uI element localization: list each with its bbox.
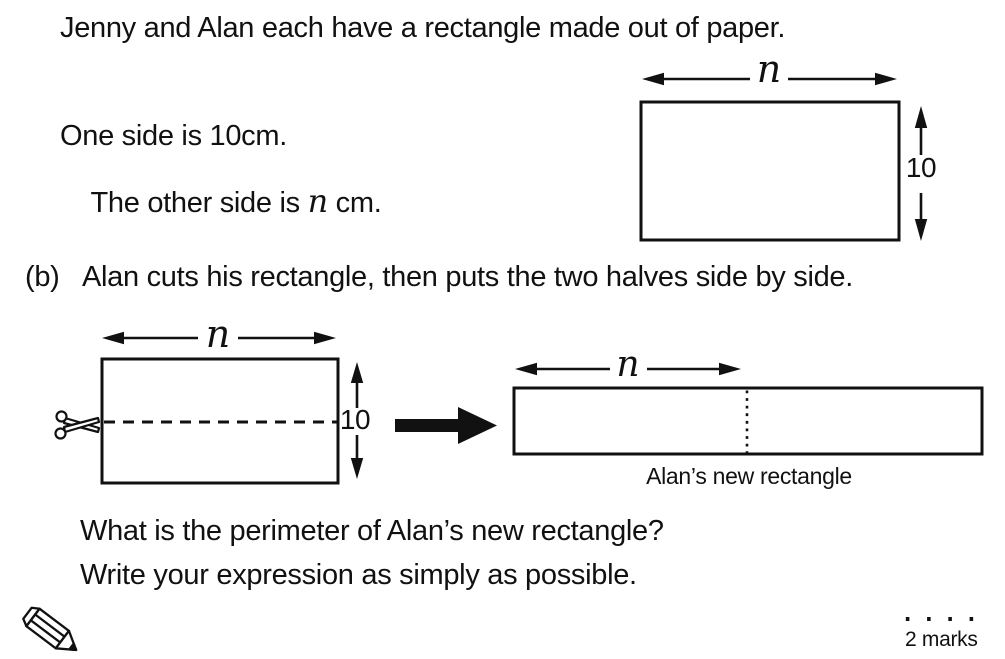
intro-text: Jenny and Alan each have a rectangle mad…	[60, 12, 786, 44]
part-b-label: (b)	[25, 261, 60, 293]
height-dimension-label: 10	[339, 404, 371, 435]
jenny-rectangle-diagram	[639, 72, 928, 242]
question-simplify: Write your expression as simply as possi…	[80, 559, 637, 591]
question-perimeter: What is the perimeter of Alan’s new rect…	[80, 515, 664, 547]
statement-side2: The other side is n cm.	[60, 160, 382, 247]
alan-new-rectangle-diagram	[512, 362, 984, 456]
alan-new-rectangle-figure: n Alan’s new rectangle	[500, 347, 1005, 498]
scissors-icon	[54, 410, 101, 440]
part-b-text: Alan cuts his rectangle, then puts the t…	[82, 261, 853, 293]
alan-cut-rectangle-figure: n 10	[40, 315, 400, 497]
width-dimension-label: n	[756, 47, 782, 91]
height-dimension-label: 10	[905, 152, 937, 183]
statement-side2-suffix: cm.	[327, 187, 382, 219]
statement-side2-prefix: The other side is	[90, 187, 308, 219]
marks-label: 2 marks	[905, 628, 978, 651]
statement-side1: One side is 10cm.	[60, 120, 287, 152]
statement-side2-variable: n	[307, 182, 329, 220]
jenny-rectangle-figure: n 10	[600, 50, 1005, 258]
width-dimension-label: n	[616, 344, 640, 385]
transform-arrow-icon	[395, 407, 497, 444]
pencil-icon	[22, 606, 78, 652]
width-dimension-label: n	[205, 312, 231, 356]
alan-cut-rectangle-diagram	[100, 331, 364, 485]
figure-caption: Alan’s new rectangle	[646, 463, 852, 489]
answer-dots: ....	[901, 602, 986, 627]
